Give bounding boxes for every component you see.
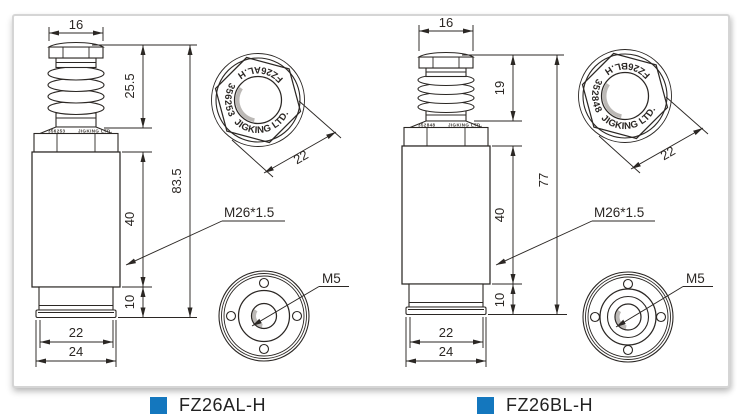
right-m5-hole <box>614 303 642 331</box>
left-bolt-hole <box>258 277 270 289</box>
left-bolt-hole <box>258 343 270 355</box>
svg-text:FZ26AL.H: FZ26AL.H <box>235 64 286 85</box>
right-engraving-serial: 352848 <box>589 77 603 116</box>
left-bolt-hole <box>225 310 237 322</box>
model-name-right: FZ26BL-H <box>506 395 594 415</box>
right-bolt-hole <box>655 311 667 323</box>
caption-left-model: FZ26AL-H <box>150 395 266 416</box>
right-unit-bottom-view: M5 <box>582 271 713 363</box>
right-dim-bellows-height: 19 <box>492 81 507 95</box>
left-cap-dome <box>47 41 105 48</box>
left-neck <box>55 112 97 128</box>
right-dim-top-width: 16 <box>439 15 453 30</box>
left-nut-marking-serial: 356253 <box>48 128 66 133</box>
left-thread-callout: M26*1.5 <box>224 205 274 220</box>
right-engraving-model: FZ26BL.H <box>602 60 652 81</box>
right-unit-top-view: FZ26BL.H 352848 JIGKING LTD. 22 <box>578 49 709 174</box>
svg-text:FZ26BL.H: FZ26BL.H <box>602 60 653 81</box>
svg-text:356253: 356253 <box>222 81 237 120</box>
left-dim-thread-length: 40 <box>122 212 137 226</box>
left-unit-dimensions: 16 25.5 83.5 40 10 22 24 M26*1.5 <box>35 17 285 367</box>
left-bolt-hole <box>291 310 303 322</box>
right-cap-dome <box>417 51 475 58</box>
left-m5-hole <box>250 302 278 330</box>
left-nut-marking-brand: JIGKING LTD. <box>78 128 112 133</box>
right-bolt-hole <box>589 311 601 323</box>
svg-text:352848: 352848 <box>589 77 604 116</box>
right-hex-nut <box>403 126 489 147</box>
right-bolt-hole <box>622 278 634 290</box>
right-thread-callout: M26*1.5 <box>594 205 644 220</box>
legend-square-icon <box>150 397 167 414</box>
left-m5-callout: M5 <box>322 271 341 286</box>
left-dim-base-height: 10 <box>122 295 137 309</box>
left-unit-top-view: FZ26AL.H 356253 JIGKING LTD. 22 <box>211 53 342 178</box>
left-bellows-fold <box>47 66 105 81</box>
left-dim-across-flats: 22 <box>291 147 311 167</box>
left-engraving-serial: 356253 <box>222 81 236 120</box>
left-dim-bellows-height: 25.5 <box>122 73 137 98</box>
right-cap <box>418 56 474 69</box>
caption-right-model: FZ26BL-H <box>477 395 593 416</box>
right-unit-dimensions: 16 19 77 40 10 22 24 M26*1.5 <box>405 15 655 367</box>
right-dim-base-width: 22 <box>439 325 453 340</box>
left-lower-body <box>38 286 114 311</box>
left-base-plate <box>35 309 117 319</box>
left-thread-body <box>32 152 120 287</box>
right-bolt-hole <box>622 344 634 356</box>
right-top-bore <box>600 71 650 121</box>
left-dim-base-width: 22 <box>69 325 83 340</box>
right-nut-marking-brand: JIGKING LTD. <box>448 122 482 127</box>
drawing-panel <box>12 14 730 388</box>
right-nut-marking-serial: 352848 <box>418 122 436 127</box>
model-name-left: FZ26AL-H <box>179 395 267 415</box>
right-dim-flange-width: 24 <box>439 344 453 359</box>
left-cap <box>48 46 104 59</box>
left-hex-nut <box>33 132 119 153</box>
left-engraving-model: FZ26AL.H <box>235 64 285 85</box>
left-dim-flange-width: 24 <box>69 344 83 359</box>
left-unit-bottom-view: M5 <box>218 270 349 362</box>
right-unit-side-view: 352848 JIGKING LTD. <box>401 51 491 316</box>
left-dim-top-width: 16 <box>69 17 83 32</box>
right-dim-thread-length: 40 <box>492 208 507 222</box>
right-lower-body <box>408 283 484 308</box>
left-top-bore <box>233 75 283 125</box>
right-dim-across-flats: 22 <box>658 143 678 163</box>
right-base-plate <box>405 306 487 316</box>
left-dim-overall-height: 83.5 <box>169 168 184 193</box>
right-thread-body <box>402 146 490 284</box>
left-unit-side-view: 356253 JIGKING LTD. <box>31 41 121 319</box>
right-dim-base-height: 10 <box>492 293 507 307</box>
right-m5-callout: M5 <box>686 271 705 286</box>
legend-square-icon <box>477 397 494 414</box>
right-dim-overall-height: 77 <box>536 173 551 187</box>
